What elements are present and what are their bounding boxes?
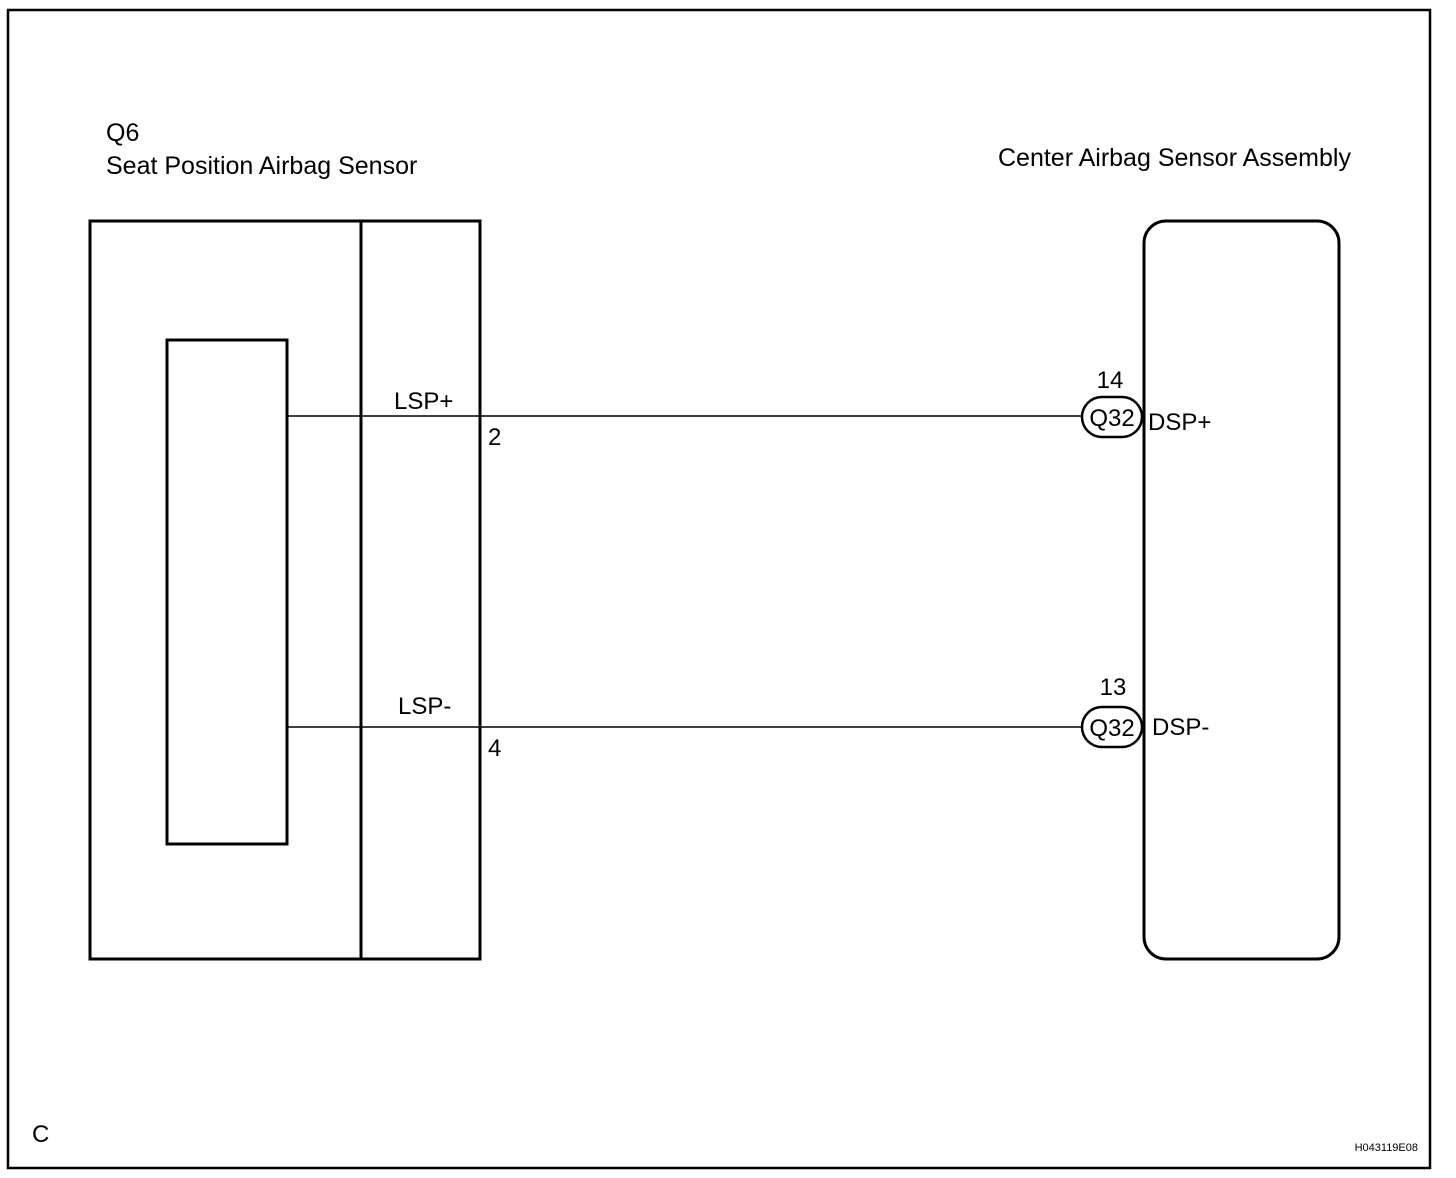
seat-sensor-component: [88, 219, 482, 961]
center-sensor-body: [1142, 219, 1341, 961]
center-terminal-label: DSP-: [1152, 714, 1209, 741]
seat-sensor-element: [165, 338, 289, 846]
corner-letter: C: [32, 1121, 49, 1148]
center-terminal-label: DSP+: [1148, 409, 1211, 436]
seat-terminal-label: LSP+: [394, 388, 453, 415]
connector-oval: [1080, 395, 1144, 439]
center-pin-number: 13: [1100, 674, 1127, 701]
wire-lsp-plus: LSP+ 2 Q32 14 DSP+: [287, 367, 1211, 451]
seat-pin-number: 2: [488, 424, 501, 451]
seat-terminal-label: LSP-: [398, 693, 451, 720]
seat-sensor-name: Seat Position Airbag Sensor: [106, 152, 417, 180]
seat-pin-number: 4: [488, 735, 501, 762]
figure-code: H043119E08: [1355, 1142, 1418, 1154]
wire-lsp-minus: LSP- 4 Q32 13 DSP-: [287, 674, 1209, 762]
seat-sensor-body: [88, 219, 482, 961]
connector-code: Q32: [1089, 715, 1134, 742]
figure-frame: [6, 8, 1432, 1170]
center-sensor-name: Center Airbag Sensor Assembly: [998, 144, 1351, 172]
connector-oval: [1080, 705, 1144, 749]
seat-sensor-code: Q6: [106, 119, 139, 147]
center-pin-number: 14: [1097, 367, 1124, 394]
connector-code: Q32: [1089, 405, 1134, 432]
